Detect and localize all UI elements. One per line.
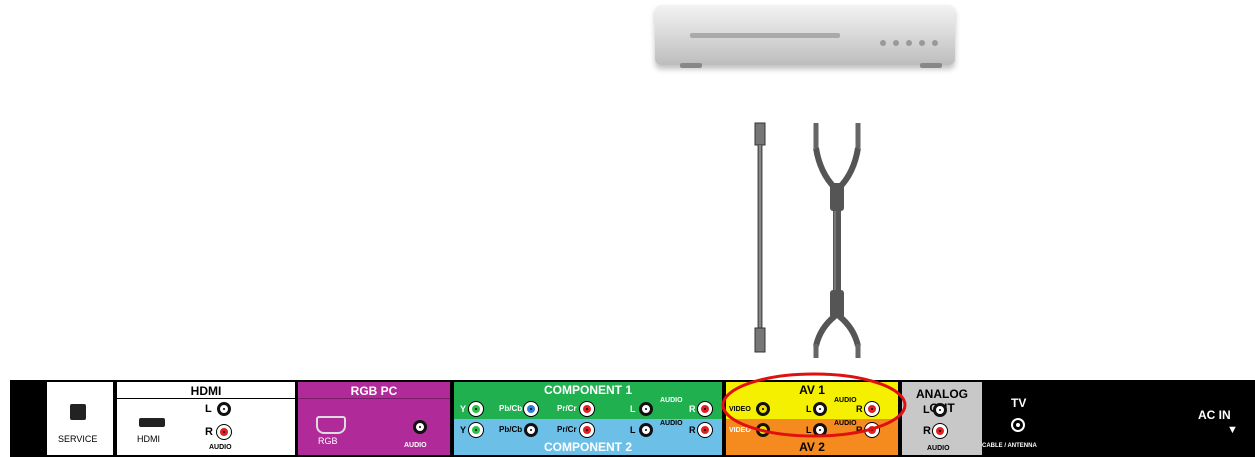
dvd-button (880, 40, 886, 46)
analog-out-l-label: L (923, 404, 930, 416)
hdmi-section: HDMI HDMI L R AUDIO (117, 382, 295, 455)
component2-y-jack[interactable] (469, 423, 483, 437)
av1-l-label: L (806, 404, 812, 414)
composite-rca-cable-icon (813, 123, 861, 358)
component1-section: COMPONENT 1 Y Pb/Cb Pr/Cr L AUDIO R (454, 382, 722, 419)
component1-audio-right-jack[interactable] (698, 402, 712, 416)
coax-port-icon[interactable] (1011, 418, 1025, 432)
tv-section: TV CABLE / ANTENNA (982, 382, 1082, 455)
component1-pb-label: Pb/Cb (499, 404, 523, 413)
analog-out-r-label: R (923, 425, 931, 437)
service-section: SERVICE (47, 382, 113, 455)
component1-l-label: L (630, 404, 636, 414)
component2-audio-right-jack[interactable] (698, 423, 712, 437)
av1-highlight-circle (721, 372, 907, 438)
dvd-button (893, 40, 899, 46)
av1-audio-left-jack[interactable] (813, 402, 827, 416)
component1-y-jack[interactable] (469, 402, 483, 416)
av1-title: AV 1 (799, 383, 825, 397)
hdmi-audio-right-jack[interactable] (217, 425, 231, 439)
ac-in-title: AC IN (1198, 408, 1231, 422)
component1-audio-left-jack[interactable] (639, 402, 653, 416)
dvd-foot (920, 63, 942, 68)
av1-audio-label: AUDIO (834, 397, 857, 404)
tv-title: TV (1011, 396, 1027, 410)
component2-audio-left-jack[interactable] (639, 423, 653, 437)
ac-in-arrow-icon: ▼ (1227, 424, 1238, 436)
component2-title: COMPONENT 2 (543, 440, 632, 454)
dvd-button (932, 40, 938, 46)
rgb-pc-audio-jack[interactable] (413, 420, 427, 434)
component2-audio-label: AUDIO (660, 420, 683, 427)
analog-out-audio-label: AUDIO (927, 445, 950, 452)
av2-r-label: R (856, 425, 863, 435)
divider (117, 398, 295, 399)
component2-pb-label: Pb/Cb (499, 425, 523, 434)
ac-in-section: AC IN ▼ (1185, 382, 1250, 455)
tv-caption: CABLE / ANTENNA (982, 443, 1037, 449)
rgb-pc-audio-label: AUDIO (404, 442, 427, 449)
hdmi-title: HDMI (190, 384, 222, 398)
rgb-port-label: RGB (318, 436, 338, 446)
component1-y-label: Y (460, 404, 467, 414)
cables-illustration (754, 122, 861, 358)
component1-pb-jack[interactable] (524, 402, 538, 416)
av1-r-label: R (856, 404, 863, 414)
av2-audio-label: AUDIO (834, 420, 857, 427)
rgb-pc-section: RGB PC RGB AUDIO (298, 382, 450, 455)
av1-audio-right-jack[interactable] (865, 402, 879, 416)
component1-title: COMPONENT 1 (543, 383, 632, 397)
av2-title: AV 2 (799, 440, 825, 454)
component1-pr-jack[interactable] (580, 402, 594, 416)
ethernet-port-icon[interactable] (70, 404, 86, 420)
hdmi-right-label: R (205, 426, 213, 438)
hdmi-cable-icon (754, 122, 766, 353)
service-label: SERVICE (58, 434, 98, 444)
dvd-tray (690, 33, 840, 38)
component2-pr-label: Pr/Cr (557, 425, 577, 434)
component2-r-label: R (689, 425, 696, 435)
hdmi-audio-left-jack[interactable] (217, 402, 231, 416)
hdmi-port-icon[interactable] (139, 418, 165, 427)
vga-port-icon[interactable] (316, 416, 346, 434)
hdmi-left-label: L (205, 403, 212, 415)
dvd-button (919, 40, 925, 46)
rgb-pc-title: RGB PC (350, 384, 398, 398)
component2-section: Y Pb/Cb Pr/Cr L AUDIO R COMPONENT 2 (454, 419, 722, 455)
av2-l-label: L (806, 425, 812, 435)
component1-audio-label: AUDIO (660, 397, 683, 404)
analog-out-right-jack[interactable] (933, 424, 947, 438)
component1-r-label: R (689, 404, 696, 414)
av1-video-jack[interactable] (756, 402, 770, 416)
hdmi-audio-label: AUDIO (209, 444, 232, 451)
component2-pr-jack[interactable] (580, 423, 594, 437)
av1-section: AV 1 VIDEO L AUDIO R (726, 382, 898, 419)
divider (298, 398, 450, 399)
hdmi-port-label: HDMI (137, 434, 160, 444)
av2-video-label: VIDEO (729, 427, 751, 434)
av1-video-label: VIDEO (729, 406, 751, 413)
component2-l-label: L (630, 425, 636, 435)
analog-out-section: ANALOG OUT L R AUDIO (902, 382, 982, 455)
component1-pr-label: Pr/Cr (557, 404, 577, 413)
component2-pb-jack[interactable] (524, 423, 538, 437)
dvd-button (906, 40, 912, 46)
analog-out-left-jack[interactable] (933, 403, 947, 417)
component2-y-label: Y (460, 425, 467, 435)
dvd-foot (680, 63, 702, 68)
